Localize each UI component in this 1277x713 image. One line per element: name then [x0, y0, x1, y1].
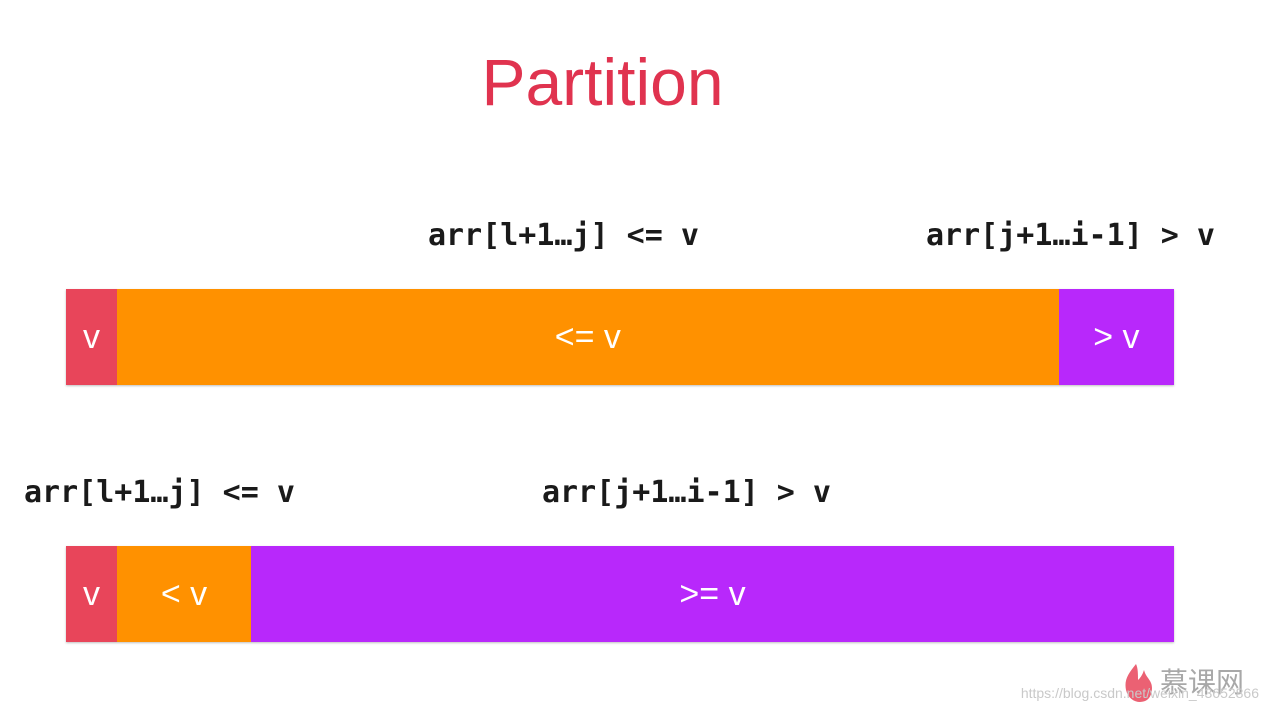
- bottom-greater-equal-segment: >= v: [251, 546, 1174, 642]
- top-right-range-label: arr[j+1…i-1] > v: [926, 218, 1215, 253]
- bottom-pivot-segment: v: [66, 546, 117, 642]
- bottom-less-label: < v: [160, 574, 208, 613]
- top-array-bar: v <= v > v: [66, 289, 1174, 385]
- flame-icon: [1125, 664, 1152, 702]
- imooc-logo: 慕课网: [1125, 664, 1244, 702]
- bottom-left-range-label: arr[l+1…j] <= v: [24, 475, 295, 510]
- top-left-range-label: arr[l+1…j] <= v: [428, 218, 699, 253]
- top-less-equal-segment: <= v: [116, 289, 1059, 385]
- top-greater-segment: > v: [1058, 289, 1174, 385]
- bottom-pivot-label: v: [82, 574, 100, 613]
- top-pivot-segment: v: [66, 289, 117, 385]
- bottom-array-bar: v < v >= v: [66, 546, 1174, 642]
- diagram-title: Partition: [481, 45, 724, 119]
- top-pivot-label: v: [82, 317, 100, 356]
- bottom-less-segment: < v: [116, 546, 252, 642]
- top-greater-label: > v: [1093, 317, 1140, 356]
- bottom-greater-equal-label: >= v: [679, 574, 746, 613]
- top-less-equal-label: <= v: [554, 317, 621, 356]
- watermark-url: https://blog.csdn.net/weixin_43652866: [1020, 685, 1259, 701]
- bottom-right-range-label: arr[j+1…i-1] > v: [542, 475, 831, 510]
- logo-text: 慕课网: [1160, 666, 1244, 699]
